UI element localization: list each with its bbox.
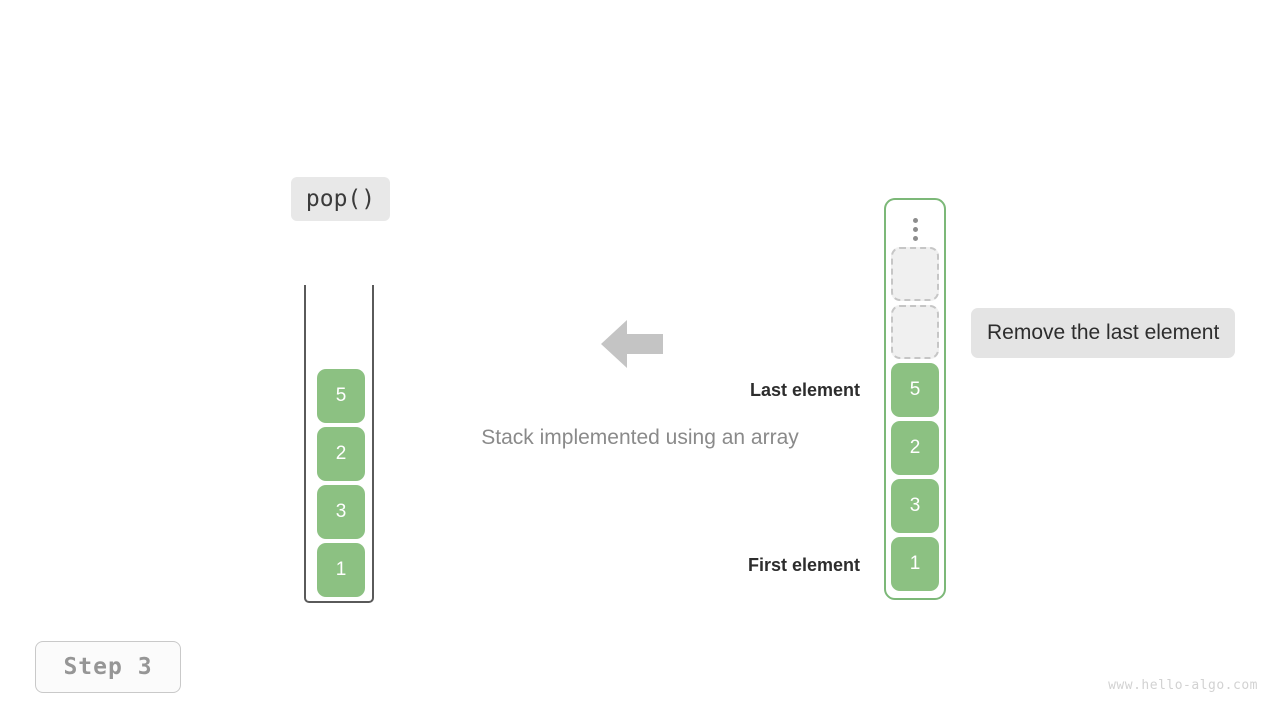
arrow-left-icon <box>601 318 663 370</box>
stack-cell: 2 <box>317 427 365 481</box>
stack-cell: 1 <box>317 543 365 597</box>
hint-bubble: Remove the last element <box>971 308 1236 358</box>
array-cell <box>891 247 939 301</box>
array-cell <box>891 305 939 359</box>
annotation-last-element: Last element <box>749 380 860 400</box>
array-cell: 1 <box>891 537 939 591</box>
annotation-first-element: First element <box>747 555 860 575</box>
array-cell: 2 <box>891 421 939 475</box>
array-cell: 3 <box>891 479 939 533</box>
stack-cell: 5 <box>317 369 365 423</box>
stack-cell: 3 <box>317 485 365 539</box>
step-badge: Step 3 <box>35 641 181 693</box>
caption-text: Stack implemented using an array <box>481 426 799 449</box>
vertical-ellipsis-icon <box>886 212 944 246</box>
operation-label: pop() <box>291 177 390 221</box>
array-cell: 5 <box>891 363 939 417</box>
watermark: www.hello-algo.com <box>1108 678 1258 693</box>
